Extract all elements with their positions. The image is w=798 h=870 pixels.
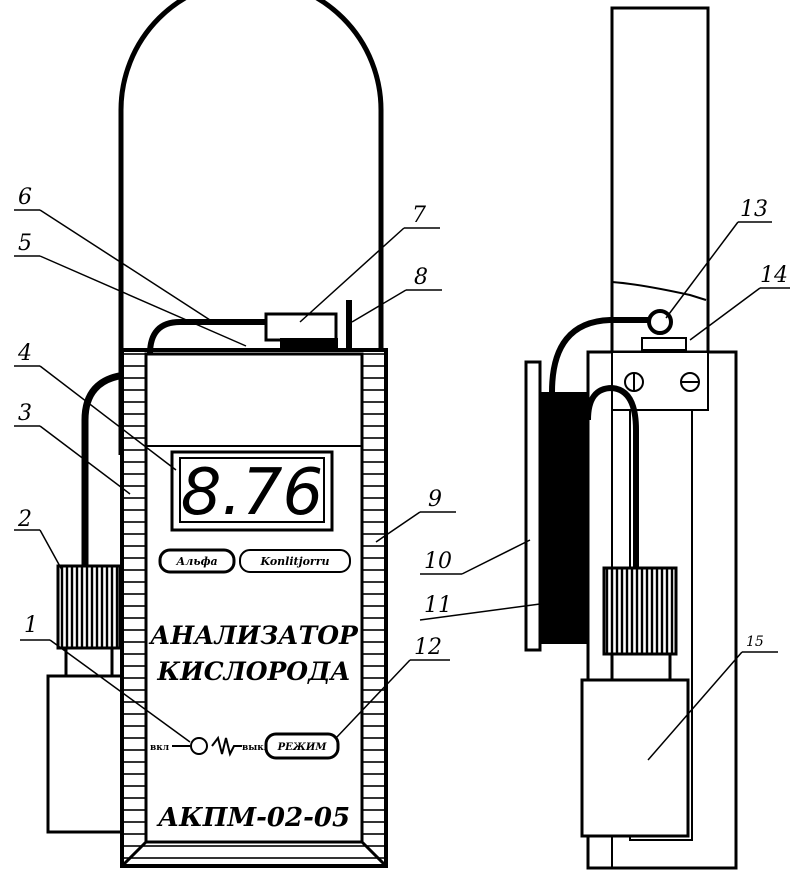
callout-12: 12 (414, 635, 442, 660)
callout-5: 5 (18, 231, 32, 256)
callout-9: 9 (428, 487, 442, 512)
top-connector (264, 312, 338, 342)
callout-pointer-3 (39, 425, 131, 495)
sensor-neck (64, 646, 114, 678)
callout-pointer-8 (351, 289, 407, 323)
sensor-cable (81, 371, 126, 570)
side-sensor-head (602, 566, 678, 656)
reel-coil (540, 392, 588, 644)
callout-10: 10 (424, 549, 452, 574)
housing-corner-left (120, 840, 148, 868)
callout-pointer-12 (335, 659, 411, 739)
side-view (524, 6, 738, 870)
side-cable-top (549, 317, 650, 393)
mode-button-label: РЕЖИМ (277, 742, 328, 753)
display-value: 8.76 (181, 456, 324, 530)
housing-panel (144, 352, 364, 844)
callout-pointer-5 (39, 255, 247, 347)
front-view: 8.76 Альфа Konlitjorru АНАЛИЗАТОР КИСЛОР… (46, 0, 388, 868)
callout-6: 6 (18, 185, 32, 210)
callouts: 1 2 3 4 5 6 7 8 9 10 (14, 185, 790, 761)
side-strap (610, 6, 710, 355)
side-cable-sensor (585, 384, 639, 570)
callout-pointer-7 (299, 227, 405, 323)
callout-13: 13 (740, 197, 768, 222)
housing-corner-right (360, 840, 388, 868)
reel-flange (524, 360, 542, 652)
callout-leader-11 (419, 603, 541, 621)
callout-pointer-15 (647, 651, 743, 761)
callout-pointer-10 (461, 539, 531, 575)
top-connector-base (280, 338, 338, 350)
side-sensor-body (580, 678, 690, 838)
power-indicator-spark (211, 735, 242, 757)
logo-right: Konlitjorru (260, 555, 330, 568)
callout-pointer-9 (375, 511, 421, 543)
callout-11: 11 (424, 593, 452, 618)
callout-15: 15 (746, 634, 764, 650)
power-indicator-led (190, 737, 208, 755)
callout-7: 7 (412, 203, 426, 228)
callout-pointer-6 (39, 209, 211, 321)
callout-pointer-13 (665, 221, 739, 319)
mode-button[interactable] (264, 732, 340, 760)
callout-14: 14 (760, 263, 788, 288)
callout-2: 2 (17, 507, 32, 532)
callout-1: 1 (24, 613, 38, 638)
callout-pointer-2 (39, 529, 63, 571)
power-indicator-on-label: вкл (150, 743, 170, 753)
logo-left: Альфа (175, 555, 217, 568)
side-connector (647, 309, 673, 335)
logo-right-badge (239, 549, 351, 573)
carrying-strap (118, 0, 384, 455)
side-sensor-neck (610, 652, 672, 682)
callout-pointer-14 (689, 287, 761, 341)
callout-8: 8 (414, 265, 428, 290)
callout-pointer-4 (39, 365, 177, 471)
callout-3: 3 (18, 401, 32, 426)
sensor-body (46, 674, 126, 834)
device-title-line2: КИСЛОРОДА (156, 657, 350, 686)
display-screen (179, 457, 325, 523)
callout-pointer-1 (49, 639, 191, 743)
device-model: АКПМ-02-05 (156, 803, 350, 833)
device-title-line1: АНАЛИЗАТОР (148, 621, 359, 650)
top-cable (147, 319, 268, 355)
side-connector-base (641, 337, 687, 351)
logo-left-badge (158, 548, 236, 574)
sensor-head (56, 564, 122, 650)
power-indicator-off-label: выкл (242, 743, 271, 753)
callout-4: 4 (17, 341, 32, 366)
antenna (346, 300, 352, 352)
side-strap-curve (611, 281, 707, 301)
